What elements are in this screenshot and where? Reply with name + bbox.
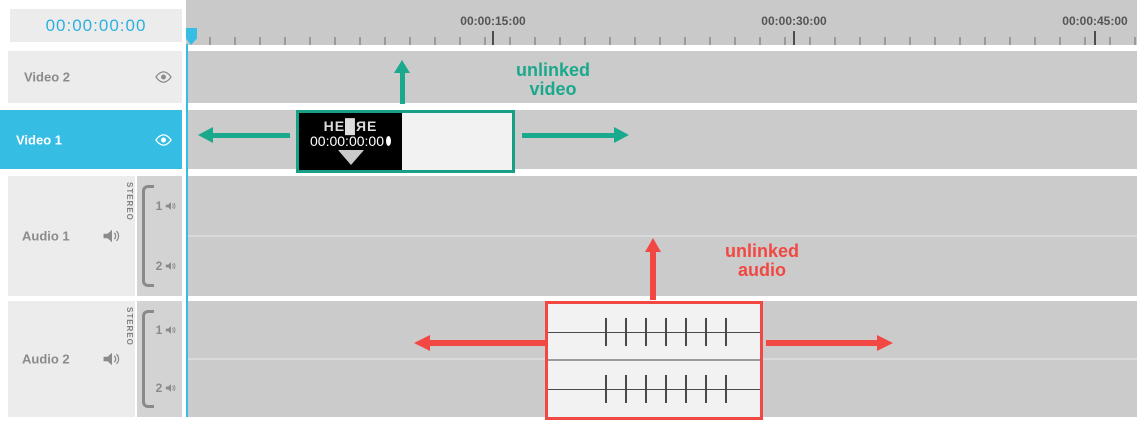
speaker-icon[interactable] (165, 383, 177, 393)
track-header-audio2[interactable]: Audio 2 STEREO (8, 301, 135, 417)
stereo-bracket (142, 185, 154, 287)
playhead-marker-icon[interactable] (186, 28, 197, 45)
channel-column-audio1: 1 2 (137, 176, 182, 296)
up-arrow-icon (394, 60, 410, 104)
timeline-ruler[interactable]: 00:00:15:00 00:00:30:00 00:00:45:00 (186, 0, 1137, 45)
track-row-video1: Video 1 (0, 110, 1137, 169)
right-arrow-icon (522, 127, 629, 143)
track-lane-video2[interactable] (188, 51, 1137, 103)
up-arrow-icon (645, 238, 661, 300)
audio-waveform-ch2 (548, 361, 760, 417)
ruler-label-30s: 00:00:30:00 (761, 14, 827, 28)
channel-1[interactable]: 1 (151, 301, 182, 359)
down-triangle-icon (337, 149, 364, 165)
channel-1[interactable]: 1 (151, 176, 182, 236)
track-row-audio1: Audio 1 STEREO 1 (0, 176, 1137, 296)
track-label: Audio 1 (22, 228, 70, 244)
track-header-video1[interactable]: Video 1 (0, 110, 182, 169)
oval-icon (385, 136, 391, 146)
channel-divider (188, 235, 1137, 237)
ruler-minor-ticks (186, 37, 1137, 45)
channel-2[interactable]: 2 (151, 359, 182, 417)
track-label: Video 2 (24, 69, 71, 85)
clip-channel-divider (548, 359, 760, 361)
slate-title: HE█ЯE (323, 117, 378, 134)
channel-number: 1 (155, 199, 163, 213)
left-arrow-icon (414, 335, 545, 351)
timecode-display[interactable]: 00:00:00:00 (10, 9, 182, 42)
left-arrow-icon (198, 127, 290, 143)
channel-number: 2 (155, 259, 163, 273)
stereo-bracket (142, 310, 154, 408)
ruler-label-45s: 00:00:45:00 (1062, 14, 1128, 28)
track-label: Video 1 (16, 132, 63, 147)
stereo-mode-label: STEREO (125, 182, 134, 221)
channel-number: 2 (155, 381, 163, 395)
track-header-video2[interactable]: Video 2 (8, 51, 182, 103)
channel-2[interactable]: 2 (151, 236, 182, 296)
waveform-spikes (605, 375, 729, 403)
unlinked-audio-label: unlinked audio (724, 241, 799, 280)
ruler-label-15s: 00:00:15:00 (460, 14, 526, 28)
slate-timecode: 00:00:00:00 (310, 132, 384, 149)
speaker-icon[interactable] (165, 261, 177, 271)
channel-column-audio2: 1 2 (137, 301, 182, 417)
playhead-line[interactable] (186, 44, 188, 417)
right-arrow-icon (766, 335, 893, 351)
track-header-audio1[interactable]: Audio 1 STEREO (8, 176, 135, 296)
audio-clip[interactable] (545, 301, 763, 420)
speaker-icon[interactable] (165, 325, 177, 335)
video-clip-thumbnail: HE█ЯE 00:00:00:00 (299, 113, 402, 170)
speaker-icon[interactable] (165, 201, 177, 211)
channel-number: 1 (155, 323, 163, 337)
waveform-spikes (605, 318, 729, 346)
eye-icon[interactable] (154, 133, 173, 147)
track-lane-audio1[interactable] (188, 176, 1137, 296)
unlinked-video-label: unlinked video (515, 60, 590, 99)
track-row-video2: Video 2 (0, 51, 1137, 103)
speaker-icon[interactable] (102, 228, 122, 244)
audio-waveform-ch1 (548, 304, 760, 360)
track-label: Audio 2 (22, 351, 70, 367)
stereo-mode-label: STEREO (125, 307, 134, 346)
video-clip[interactable]: HE█ЯE 00:00:00:00 (296, 110, 515, 173)
speaker-icon[interactable] (102, 351, 122, 367)
eye-icon[interactable] (154, 70, 173, 84)
